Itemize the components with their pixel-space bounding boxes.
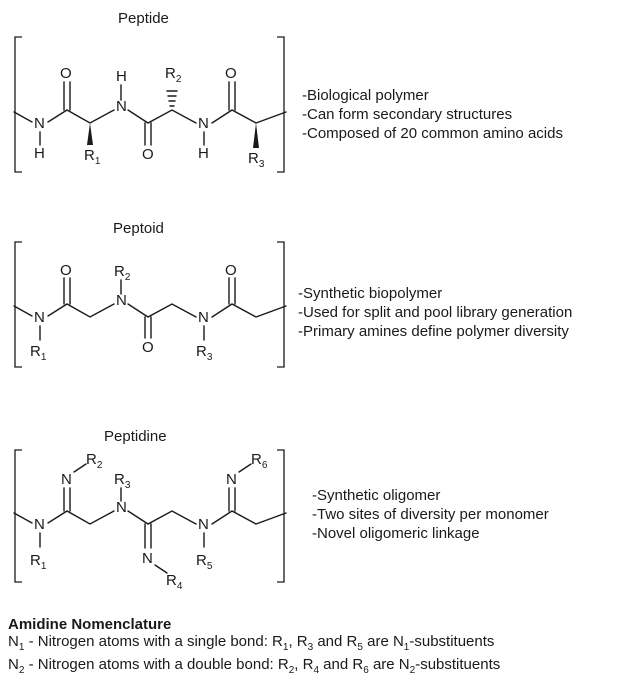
peptoid-title: Peptoid [113, 220, 164, 237]
atom-n: N [34, 516, 45, 533]
atom-n: N [142, 550, 153, 567]
atom-o: O [142, 339, 154, 356]
r2-label: R2 [165, 65, 182, 85]
atom-n: N [61, 471, 72, 488]
bullet: -Synthetic biopolymer [298, 285, 443, 302]
atom-n: N [34, 115, 45, 132]
r4-label: R4 [166, 572, 183, 592]
atom-n: N [116, 98, 127, 115]
peptoid-structure: N O N O N O R1 R2 R3 [13, 241, 287, 368]
bullet: -Used for split and pool library generat… [298, 304, 573, 321]
peptide-bullets: -Biological polymer -Can form secondary … [302, 86, 563, 143]
bullet: -Primary amines define polymer diversity [298, 323, 569, 340]
bullet: -Two sites of diversity per monomer [312, 506, 549, 523]
atom-n: N [34, 309, 45, 326]
r1-label: R1 [84, 147, 101, 167]
r3-label: R3 [114, 471, 131, 491]
atom-n: N [226, 471, 237, 488]
peptide-title: Peptide [118, 10, 169, 27]
atom-n: N [198, 115, 209, 132]
bullet: -Synthetic oligomer [312, 487, 441, 504]
r1-label: R1 [30, 552, 47, 572]
atom-n: N [198, 309, 209, 326]
r5-label: R5 [196, 552, 213, 572]
r3-label: R3 [196, 343, 213, 363]
atom-o: O [60, 262, 72, 279]
atom-o: O [225, 65, 237, 82]
r2-label: R2 [86, 451, 103, 471]
peptoid-panel: Peptoid N O N O N O R1 R2 R3 -Synthetic … [0, 210, 638, 380]
peptidine-panel: Peptidine N N N N N N R1 R2 R3 R4 R5 R6 [0, 420, 638, 600]
r3-label: R3 [248, 150, 265, 170]
nomenclature-line-n2: N2 - Nitrogen atoms with a double bond: … [8, 656, 501, 676]
atom-o: O [60, 65, 72, 82]
nomenclature-heading: Amidine Nomenclature [8, 616, 172, 633]
peptidine-structure: N N N N N N R1 R2 R3 R4 R5 R6 [13, 449, 287, 592]
atom-n: N [116, 499, 127, 516]
peptoid-bullets: -Synthetic biopolymer -Used for split an… [298, 284, 572, 341]
atom-h: H [34, 145, 45, 162]
bullet: -Composed of 20 common amino acids [302, 125, 563, 142]
r2-label: R2 [114, 263, 131, 283]
atom-o: O [142, 146, 154, 163]
peptide-structure: N H O H N O N H O R1 R2 R3 [13, 36, 287, 173]
atom-h: H [198, 145, 209, 162]
bullet: -Biological polymer [302, 87, 429, 104]
amidine-nomenclature: Amidine Nomenclature N1 - Nitrogen atoms… [8, 616, 500, 679]
r6-label: R6 [251, 451, 268, 471]
bullet: -Novel oligomeric linkage [312, 525, 480, 542]
peptidine-bullets: -Synthetic oligomer -Two sites of divers… [312, 486, 549, 543]
atom-h: H [116, 68, 127, 85]
peptidine-title: Peptidine [104, 428, 167, 445]
bullet: -Can form secondary structures [302, 106, 513, 123]
r1-label: R1 [30, 343, 47, 363]
atom-n: N [116, 292, 127, 309]
atom-n: N [198, 516, 209, 533]
peptide-panel: Peptide N H [0, 0, 638, 190]
nomenclature-line-n1: N1 - Nitrogen atoms with a single bond: … [8, 633, 495, 653]
atom-o: O [225, 262, 237, 279]
